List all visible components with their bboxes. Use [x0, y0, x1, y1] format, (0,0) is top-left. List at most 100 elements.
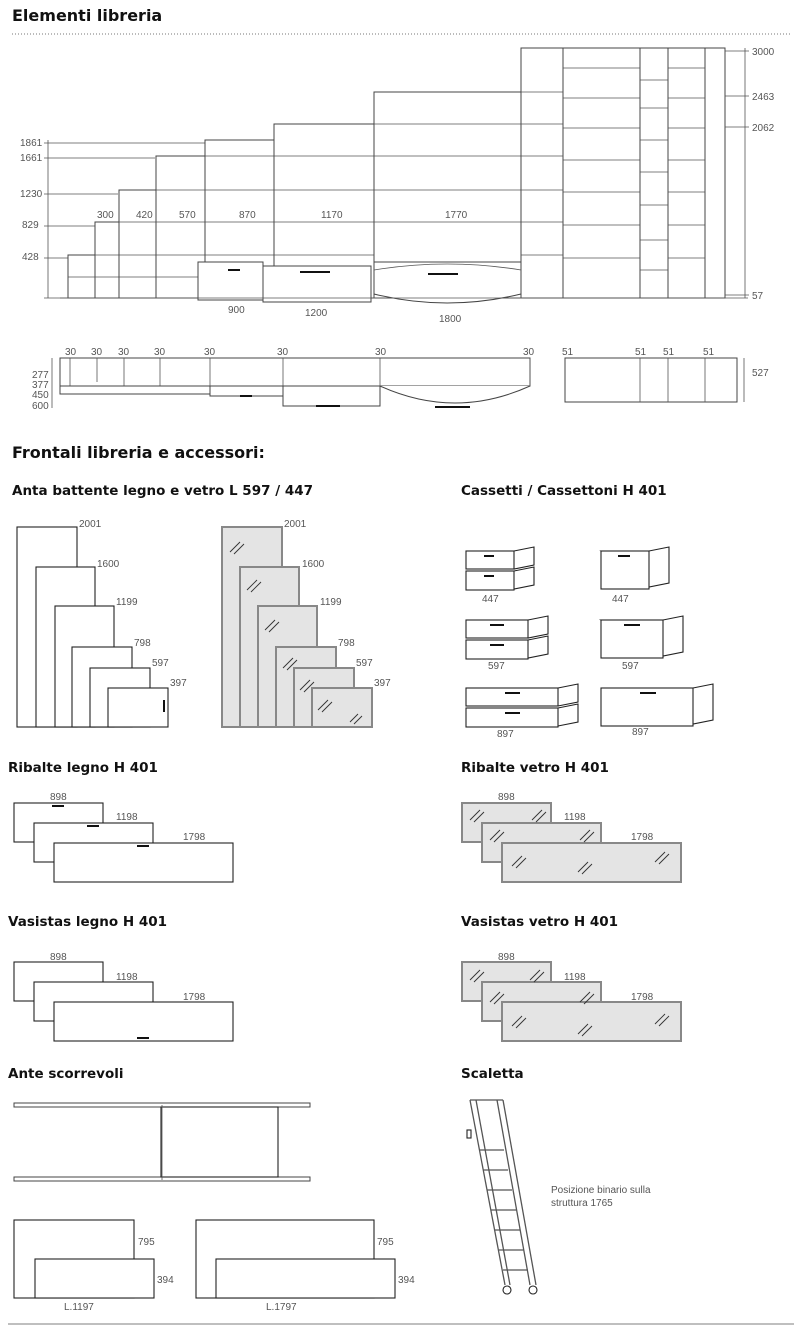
anta-vetro-h-597: 597 — [356, 658, 373, 669]
anta-vetro-h-798: 798 — [338, 638, 355, 649]
anta-vetro-h-397: 397 — [374, 678, 391, 689]
dim-300: 300 — [97, 210, 114, 221]
subtitle-ribalte-vetro: Ribalte vetro H 401 — [461, 760, 609, 776]
depth-450: 450 — [32, 390, 49, 401]
anta-h-597: 597 — [152, 658, 169, 669]
scorrevole-w-1797: L.1797 — [266, 1302, 297, 1313]
depth-377: 377 — [32, 380, 49, 391]
base-900 — [197, 261, 264, 301]
vasistas-legno-w-898: 898 — [50, 952, 67, 963]
section-title-elementi: Elementi libreria — [12, 6, 162, 25]
anta-legno-group: 2001 1600 1199 798 597 397 — [16, 519, 187, 728]
anta-h-798: 798 — [134, 638, 151, 649]
subtitle-anta: Anta battente legno e vetro L 597 / 447 — [12, 483, 313, 499]
vasistas-legno-group: 898 1198 1798 — [13, 952, 234, 1042]
bookcase-tall-2 — [562, 47, 641, 299]
cassetto-w-447: 447 — [482, 594, 499, 605]
dim-900: 900 — [228, 305, 245, 316]
anta-vetro-h-1600: 1600 — [302, 559, 325, 570]
ribalte-legno-group: 898 1198 1798 — [13, 792, 234, 883]
vasistas-vetro-w-898: 898 — [498, 952, 515, 963]
bookcase-420 — [118, 189, 157, 299]
vasistas-legno-w-1798: 1798 — [183, 992, 206, 1003]
dim-1200: 1200 — [305, 308, 328, 319]
bookcase-tall-5 — [704, 47, 726, 299]
bookcase-570 — [155, 155, 206, 299]
dim-1170: 1170 — [321, 210, 343, 221]
anta-h-397: 397 — [170, 678, 187, 689]
subtitle-vasistas-legno: Vasistas legno H 401 — [8, 914, 167, 930]
scorrevole-h-795-b: 795 — [377, 1237, 394, 1248]
depth-277: 277 — [32, 370, 49, 381]
anta-vetro-group: 2001 1600 1199 798 597 397 — [221, 519, 391, 728]
subtitle-cassetti: Cassetti / Cassettoni H 401 — [461, 483, 667, 499]
scorrevole-h-795: 795 — [138, 1237, 155, 1248]
dim-1861: 1861 — [20, 138, 43, 149]
bookcase-tall-4 — [667, 47, 706, 299]
ribalta-vetro-w-1798: 1798 — [631, 832, 654, 843]
left-height-dimensions: 1861 1661 1230 829 428 — [20, 138, 205, 299]
anta-h-1199: 1199 — [116, 597, 138, 608]
dim-420: 420 — [136, 210, 153, 221]
anta-vetro-h-2001: 2001 — [284, 519, 307, 530]
ribalta-legno-w-898: 898 — [50, 792, 67, 803]
ribalta-legno-w-1798: 1798 — [183, 832, 206, 843]
dim-1800: 1800 — [439, 314, 462, 325]
dim-829: 829 — [22, 220, 39, 231]
ribalta-vetro-w-898: 898 — [498, 792, 515, 803]
vasistas-vetro-w-1198: 1198 — [564, 972, 586, 983]
cassettone-w-897: 897 — [632, 727, 649, 738]
thick-30: 30 — [154, 347, 166, 358]
ribalta-vetro-w-1198: 1198 — [564, 812, 586, 823]
dim-2062: 2062 — [752, 123, 775, 134]
width-dimensions: 300 420 570 870 1170 1770 900 1200 1800 — [97, 210, 468, 325]
dim-2463: 2463 — [752, 92, 775, 103]
bookcase-300 — [94, 221, 120, 299]
ribalte-vetro-group: 898 1198 1798 — [461, 792, 682, 883]
bookcase-428 — [67, 254, 96, 299]
anta-vetro-h-1199: 1199 — [320, 597, 342, 608]
dim-3000: 3000 — [752, 47, 775, 58]
dim-428: 428 — [22, 252, 39, 263]
subtitle-vasistas-vetro: Vasistas vetro H 401 — [461, 914, 618, 930]
dim-1230: 1230 — [20, 189, 43, 200]
scaletta-note-line1: Posizione binario sulla — [551, 1185, 651, 1196]
thick-30: 30 — [277, 347, 289, 358]
dim-1770: 1770 — [445, 210, 468, 221]
plan-view: 277 377 450 600 30 30 30 30 30 30 30 30 … — [32, 347, 769, 412]
cassetto-w-597: 597 — [488, 661, 505, 672]
thick-30: 30 — [523, 347, 535, 358]
thick-51: 51 — [562, 347, 574, 358]
dim-57: 57 — [752, 291, 764, 302]
ante-scorrevoli-group: 795 394 L.1197 795 394 L.1797 — [13, 1102, 415, 1313]
bookcase-elevation — [60, 47, 748, 304]
subtitle-ante-scorrevoli: Ante scorrevoli — [8, 1066, 123, 1082]
right-height-dimensions: 3000 2463 2062 57 — [725, 47, 775, 302]
dim-570: 570 — [179, 210, 196, 221]
anta-h-2001: 2001 — [79, 519, 102, 530]
depth-600: 600 — [32, 401, 49, 412]
scorrevole-w-1197: L.1197 — [64, 1302, 94, 1313]
bookcase-tall-3 — [639, 47, 669, 299]
thick-30: 30 — [118, 347, 130, 358]
thick-30: 30 — [204, 347, 216, 358]
scaletta-note-line2: struttura 1765 — [551, 1198, 613, 1209]
scorrevole-h-394: 394 — [157, 1275, 174, 1286]
ribalta-legno-w-1198: 1198 — [116, 812, 138, 823]
scorrevole-h-394-b: 394 — [398, 1275, 415, 1286]
cassettone-w-597: 597 — [622, 661, 639, 672]
cassettone-w-447: 447 — [612, 594, 629, 605]
thick-51: 51 — [635, 347, 647, 358]
thick-30: 30 — [375, 347, 387, 358]
vasistas-vetro-w-1798: 1798 — [631, 992, 654, 1003]
thick-30: 30 — [65, 347, 77, 358]
cassetto-w-897: 897 — [497, 729, 514, 740]
thick-30: 30 — [91, 347, 103, 358]
depth-527: 527 — [752, 368, 769, 379]
vasistas-legno-w-1198: 1198 — [116, 972, 138, 983]
subtitle-scaletta: Scaletta — [461, 1066, 524, 1082]
bookcase-tall-1 — [520, 47, 564, 299]
anta-h-1600: 1600 — [97, 559, 120, 570]
dim-870: 870 — [239, 210, 256, 221]
